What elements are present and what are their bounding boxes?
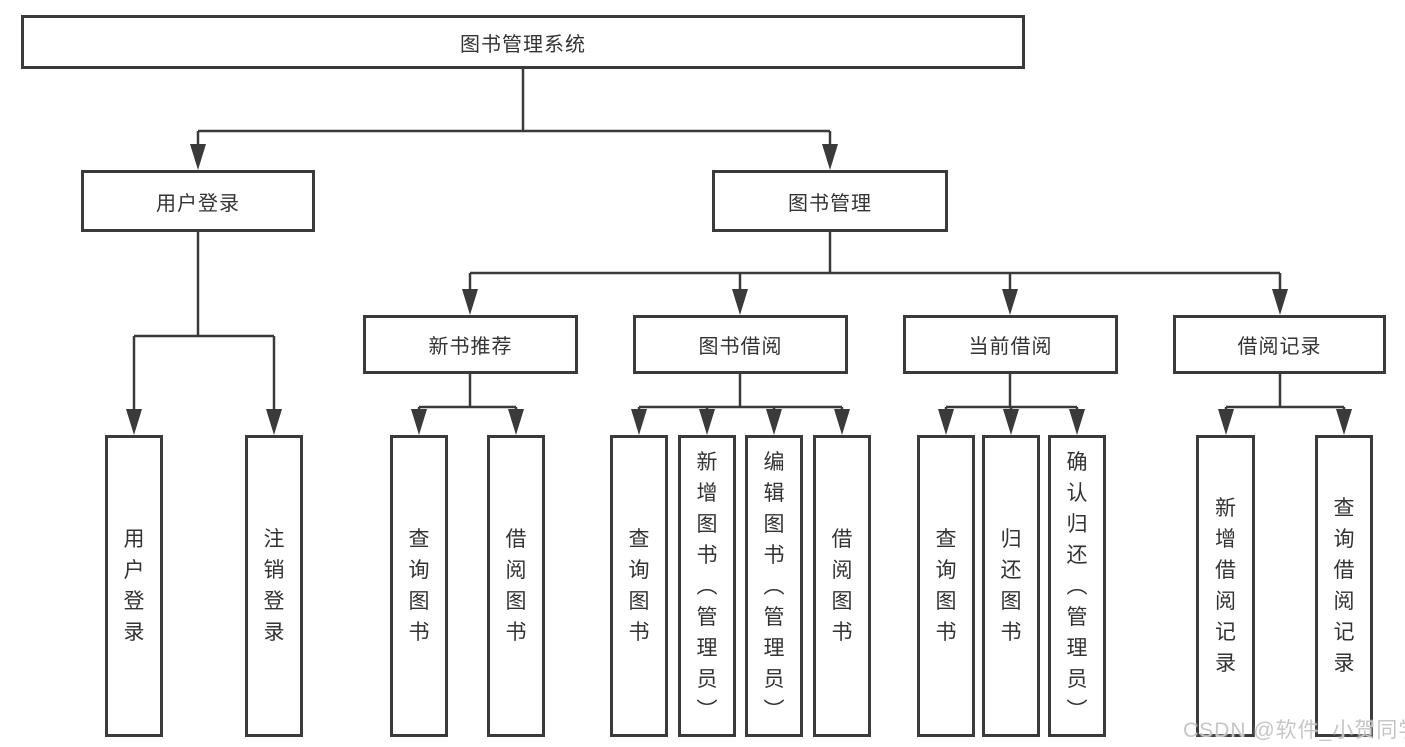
arrowheads xyxy=(126,144,1352,435)
arrowhead xyxy=(822,144,838,170)
node-borrow-records: 借阅记录 xyxy=(1173,315,1386,374)
leaf-query-books-borrow: 查 询 图 书 xyxy=(610,435,668,737)
arrowhead xyxy=(1218,409,1234,435)
csdn-watermark: CSDN @软件_小贺同学 xyxy=(1183,719,1405,742)
node-user-login: 用户登录 xyxy=(81,170,315,232)
node-book-management: 图书管理 xyxy=(712,170,948,232)
node-new-book-recommend: 新书推荐 xyxy=(363,315,578,374)
leaf-add-books-admin: 新 增 图 书 ︵ 管 理 员 ︶ xyxy=(678,435,736,737)
arrowhead xyxy=(411,409,427,435)
leaf-borrow-books: 借 阅 图 书 xyxy=(813,435,871,737)
node-book-borrow: 图书借阅 xyxy=(633,315,848,374)
arrowhead xyxy=(1002,289,1018,315)
arrowhead xyxy=(462,289,478,315)
leaf-query-books-recommend: 查 询 图 书 xyxy=(390,435,448,737)
arrowhead xyxy=(699,409,715,435)
leaf-query-borrow-record: 查 询 借 阅 记 录 xyxy=(1315,435,1373,737)
arrowhead xyxy=(508,409,524,435)
leaf-logout: 注 销 登 录 xyxy=(245,435,303,737)
leaf-add-borrow-record: 新 增 借 阅 记 录 xyxy=(1196,435,1255,737)
leaf-edit-books-admin: 编 辑 图 书 ︵ 管 理 员 ︶ xyxy=(745,435,803,737)
arrowhead xyxy=(766,409,782,435)
leaf-query-books-current: 查 询 图 书 xyxy=(917,435,975,737)
leaf-return-books: 归 还 图 书 xyxy=(982,435,1040,737)
arrowhead xyxy=(834,409,850,435)
arrowhead xyxy=(1003,409,1019,435)
leaf-borrow-books-recommend: 借 阅 图 书 xyxy=(487,435,545,737)
arrowhead xyxy=(938,409,954,435)
arrowhead xyxy=(631,409,647,435)
connector-paths xyxy=(132,69,1346,414)
leaf-user-login: 用 户 登 录 xyxy=(105,435,163,737)
arrowhead xyxy=(126,409,142,435)
arrowhead xyxy=(1336,409,1352,435)
arrowhead xyxy=(1272,289,1288,315)
arrowhead xyxy=(190,144,206,170)
node-current-borrow: 当前借阅 xyxy=(903,315,1118,374)
arrowhead xyxy=(1069,409,1085,435)
arrowhead xyxy=(732,289,748,315)
leaf-confirm-return-admin: 确 认 归 还 ︵ 管 理 员 ︶ xyxy=(1048,435,1106,737)
node-system-root: 图书管理系统 xyxy=(21,15,1025,69)
arrowhead xyxy=(266,409,282,435)
